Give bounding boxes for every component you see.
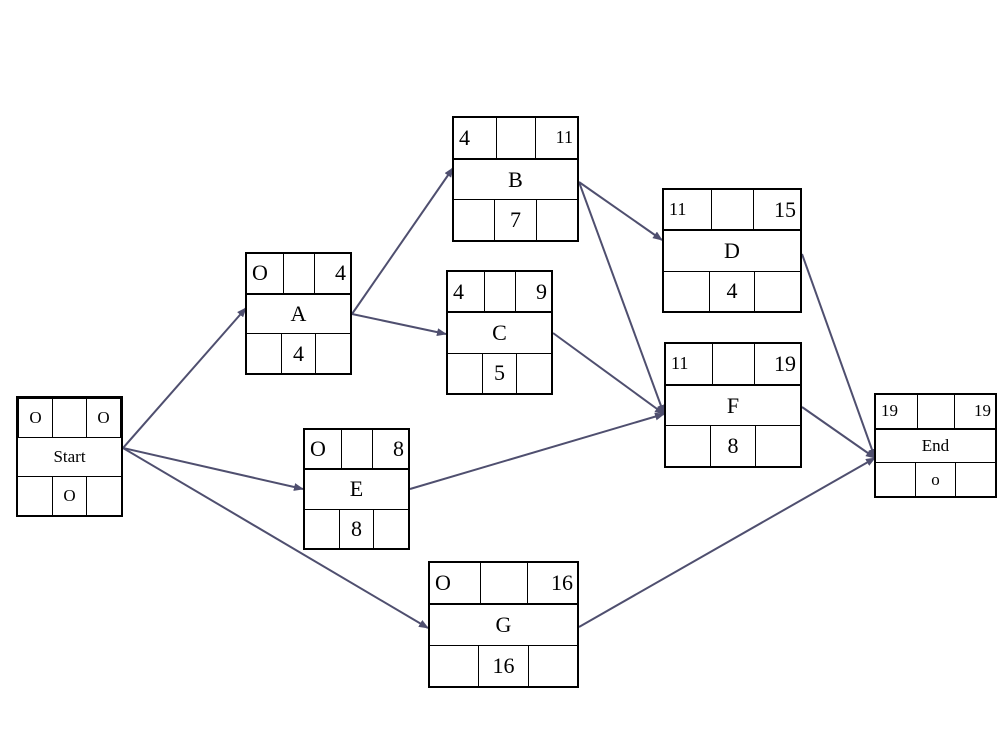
node-e-ef: 8 xyxy=(372,430,408,469)
node-end: 19 19 End o xyxy=(874,393,997,498)
node-a-ef: 4 xyxy=(314,254,350,293)
node-end-name: End xyxy=(876,430,995,464)
node-e-duration: 8 xyxy=(338,509,374,548)
node-e-name: E xyxy=(305,470,408,510)
node-d-slack xyxy=(710,190,754,230)
node-c-name: C xyxy=(448,313,551,354)
node-b: 4 11 B 7 xyxy=(452,116,579,242)
node-start-ef: O xyxy=(86,399,120,437)
node-e-bottom-left xyxy=(305,510,339,548)
edge-start-to-g xyxy=(122,447,429,629)
node-end-ef: 19 xyxy=(954,395,995,428)
node-g-bottom-right xyxy=(527,646,577,686)
node-b-bottom-right xyxy=(535,200,577,241)
edge-c-to-f xyxy=(552,332,665,415)
edge-a-to-b xyxy=(351,167,454,315)
node-d-bottom-right xyxy=(754,271,800,311)
node-start-name: Start xyxy=(18,438,121,477)
node-f-ef: 19 xyxy=(754,344,800,384)
node-end-duration: o xyxy=(915,463,955,497)
node-a-duration: 4 xyxy=(280,334,316,374)
node-b-slack xyxy=(496,118,534,158)
node-b-ef: 11 xyxy=(534,118,577,158)
node-end-bottom-right xyxy=(955,463,995,497)
node-b-es: 4 xyxy=(459,124,470,150)
node-start-bottom-left xyxy=(18,477,52,515)
node-d-name: D xyxy=(664,231,800,272)
edge-g-to-end xyxy=(578,457,876,628)
node-e: O 8 E 8 xyxy=(303,428,410,550)
node-c-slack xyxy=(483,272,516,312)
node-start: O O Start O xyxy=(16,396,123,517)
node-a-slack xyxy=(282,254,315,293)
node-g-ef: 16 xyxy=(526,563,577,603)
node-f-name: F xyxy=(666,386,800,427)
node-b-name: B xyxy=(454,160,577,201)
node-g-duration: 16 xyxy=(478,646,527,686)
node-f: 11 19 F 8 xyxy=(664,342,802,468)
node-f-slack xyxy=(712,344,754,384)
node-c-ef: 9 xyxy=(515,272,551,312)
node-e-es: O xyxy=(310,436,326,462)
node-d-bottom-left xyxy=(664,272,709,311)
node-c-duration: 5 xyxy=(481,353,517,393)
edge-f-to-end xyxy=(801,406,876,459)
node-c-bottom-left xyxy=(448,354,482,393)
node-a-bottom-left xyxy=(247,334,281,373)
node-e-slack xyxy=(340,430,373,469)
node-b-bottom-left xyxy=(454,200,494,240)
edge-b-to-f xyxy=(578,181,665,415)
node-d: 11 15 D 4 xyxy=(662,188,802,313)
node-start-es: O xyxy=(29,408,42,427)
edge-b-to-d xyxy=(578,181,663,241)
node-start-duration: O xyxy=(51,477,87,515)
node-g: O 16 G 16 xyxy=(428,561,579,688)
node-c-es: 4 xyxy=(453,278,464,304)
node-f-bottom-right xyxy=(755,426,800,467)
node-start-bottom-right xyxy=(86,477,121,515)
node-c-bottom-right xyxy=(516,353,551,393)
node-end-slack xyxy=(917,395,954,428)
node-f-bottom-left xyxy=(666,426,710,466)
node-d-ef: 15 xyxy=(753,190,800,230)
node-end-es: 19 xyxy=(881,401,898,421)
edge-start-to-a xyxy=(122,307,247,449)
node-g-es: O xyxy=(435,570,451,595)
node-end-bottom-left xyxy=(876,463,915,496)
node-a-bottom-right xyxy=(315,334,350,374)
edge-d-to-end xyxy=(801,253,876,459)
node-c: 4 9 C 5 xyxy=(446,270,553,395)
node-start-slack xyxy=(52,399,86,437)
edge-a-to-c xyxy=(351,313,447,337)
node-b-duration: 7 xyxy=(494,200,535,241)
node-d-es: 11 xyxy=(669,199,687,220)
node-a-name: A xyxy=(247,295,350,335)
node-a-es: O xyxy=(252,260,268,286)
node-e-bottom-right xyxy=(373,509,408,548)
node-f-es: 11 xyxy=(671,353,689,374)
node-d-duration: 4 xyxy=(708,271,755,311)
node-f-duration: 8 xyxy=(710,426,755,467)
node-g-bottom-left xyxy=(430,646,478,686)
node-g-slack xyxy=(480,563,526,603)
node-g-name: G xyxy=(430,605,577,646)
edge-e-to-f xyxy=(409,412,665,490)
node-a: O 4 A 4 xyxy=(245,252,352,375)
edge-start-to-e xyxy=(122,447,304,491)
